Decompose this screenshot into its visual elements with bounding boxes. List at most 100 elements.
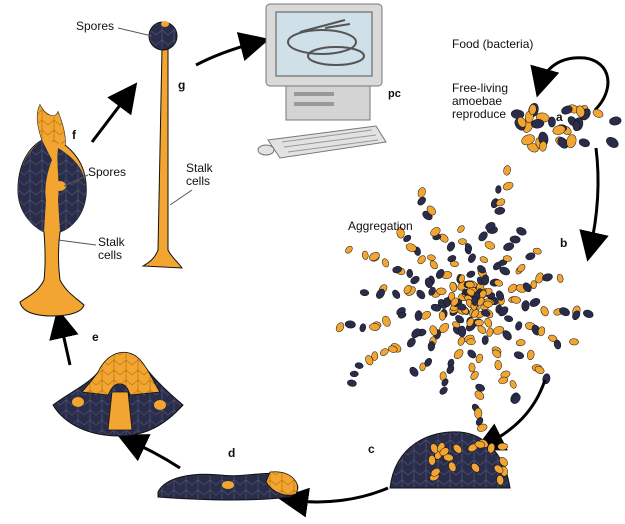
amoeba: [345, 245, 353, 254]
amoeba: [449, 281, 458, 292]
label-aggregation: Aggregation: [348, 219, 413, 233]
amoeba: [515, 339, 526, 347]
amoeba: [426, 205, 436, 216]
amoeba: [417, 196, 426, 206]
amoeba: [475, 353, 483, 364]
amoeba: [417, 187, 426, 198]
amoeba: [572, 120, 581, 132]
amoeba: [471, 309, 480, 318]
amoeba: [592, 109, 604, 118]
amoeba: [609, 116, 622, 126]
amoeba: [453, 349, 464, 359]
amoeba: [557, 137, 569, 149]
amoeba: [376, 288, 385, 299]
amoeba: [449, 260, 459, 267]
amoeba: [465, 281, 475, 288]
amoeba: [540, 306, 549, 317]
step-label-d: d: [228, 446, 236, 460]
amoeba: [441, 378, 449, 387]
amoeba: [483, 300, 493, 308]
amoeba: [436, 287, 447, 295]
step-label-b: b: [560, 236, 568, 250]
amoeba: [529, 298, 541, 307]
free-living-amoebae-cluster: [510, 102, 622, 153]
amoeba: [481, 335, 489, 345]
amoeba: [510, 109, 525, 119]
amoeba: [458, 325, 467, 338]
amoeba: [502, 181, 514, 191]
amoeba: [539, 141, 547, 152]
amoeba: [477, 265, 486, 274]
amoeba: [499, 266, 510, 276]
amoeba: [424, 277, 433, 289]
amoeba: [453, 444, 462, 454]
amoeba: [583, 309, 594, 318]
amoeba: [474, 319, 484, 327]
amoeba: [522, 282, 532, 293]
label-food-bacteria: Food (bacteria): [452, 37, 534, 51]
amoeba: [409, 366, 419, 377]
amoeba: [335, 322, 345, 333]
amoeba: [504, 315, 514, 323]
amoeba: [369, 252, 380, 262]
amoeba: [510, 296, 521, 304]
amoeba: [511, 393, 521, 404]
amoeba: [428, 287, 436, 296]
amoeba: [354, 362, 364, 369]
aggregation-amoebae: [335, 165, 594, 432]
amoeba: [503, 165, 511, 176]
arrow-d-to-e: [117, 434, 181, 470]
amoeba: [495, 185, 502, 194]
amoeba: [430, 468, 441, 477]
amoeba: [365, 355, 374, 366]
amoeba: [495, 290, 505, 301]
amoeba: [410, 275, 420, 285]
amoeba: [466, 317, 475, 327]
amoeba: [502, 330, 512, 340]
amoeba: [496, 474, 504, 486]
amoeba: [371, 351, 379, 361]
amoeba: [443, 453, 454, 462]
amoeba: [481, 274, 490, 286]
amoeba: [478, 231, 488, 242]
amoeba: [572, 310, 581, 321]
amoeba: [521, 134, 535, 146]
amoeba: [509, 235, 521, 244]
amoeba: [396, 227, 405, 239]
amoeba: [492, 326, 505, 335]
amoeba: [528, 104, 537, 115]
amoeba: [468, 362, 476, 373]
label-spores-left: Spores: [88, 165, 127, 179]
label-stalk-cells-right: Stalk cells: [186, 161, 213, 188]
amoeba: [416, 289, 426, 300]
amoeba: [429, 260, 438, 270]
amoeba: [381, 258, 389, 268]
amoeba: [466, 338, 476, 346]
amoeba: [517, 116, 527, 128]
amoeba: [513, 351, 524, 360]
amoeba: [552, 125, 566, 135]
amoeba: [427, 254, 436, 261]
amoeba: [361, 250, 369, 260]
amoeba: [403, 234, 412, 243]
amoeba: [521, 300, 530, 312]
arrow-g-to-pc: [195, 32, 270, 67]
amoeba: [477, 325, 487, 334]
amoeba: [411, 328, 421, 339]
amoeba: [466, 270, 476, 278]
amoeba: [530, 119, 545, 129]
amoeba: [392, 289, 401, 299]
step-label-c: c: [368, 442, 375, 456]
amoeba: [406, 337, 416, 348]
amoeba: [495, 198, 506, 207]
amoeba: [576, 105, 585, 118]
amoeba: [435, 269, 445, 279]
arrow-a-to-b: [579, 147, 609, 262]
amoeba: [443, 297, 451, 307]
amoeba: [419, 362, 426, 372]
amoeba: [457, 303, 467, 311]
amoeba: [457, 225, 465, 233]
amoeba: [464, 243, 473, 252]
